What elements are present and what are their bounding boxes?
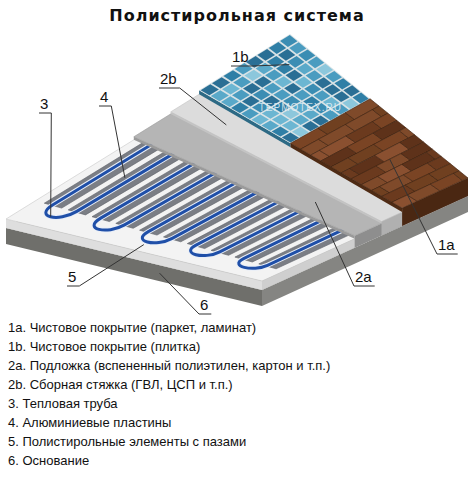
legend-note: 5. Полистирольные элементы с пазами (8, 434, 246, 449)
callout-number: 4 (100, 88, 108, 105)
legend-note: 1b. Чистовое покрытие (плитка) (8, 339, 200, 354)
leader-line (50, 113, 52, 217)
screed-top (171, 38, 468, 222)
heat-pipe (142, 182, 258, 243)
leader-line (79, 245, 144, 286)
heat-pipe (239, 220, 344, 268)
leader-line (231, 66, 252, 67)
parquet-plank (453, 171, 468, 181)
legend-note: 1a. Чистовое покрытие (паркет, ламинат) (8, 320, 256, 335)
pipe-outline (191, 201, 302, 256)
callout-number: 5 (68, 268, 76, 285)
pipe-outline (239, 220, 344, 268)
legend-note: 2b. Сборная стяжка (ГВЛ, ЦСП и т.п.) (8, 377, 233, 392)
legend-note: 3. Тепловая труба (8, 396, 118, 411)
pipe-outline (94, 163, 216, 230)
leader-line (315, 202, 354, 286)
leader-line (67, 286, 79, 287)
heat-pipe (191, 201, 302, 256)
legend-note: 6. Основание (8, 453, 89, 468)
leader-line (252, 65, 290, 66)
leader-line (159, 88, 180, 89)
callout-number: 3 (40, 95, 48, 112)
callout-number: 2a (355, 268, 372, 285)
legend-note: 4. Алюминиевые пластины (8, 415, 171, 430)
callout-number: 6 (200, 296, 208, 313)
leader-line (99, 106, 111, 107)
leader-line (437, 254, 458, 255)
callout-number: 1a (438, 236, 455, 253)
leader-line (180, 88, 227, 125)
diagram-title: Полистирольная система (0, 6, 474, 25)
legend-note: 2a. Подложка (вспененный полиэтилен, кар… (8, 358, 330, 373)
leader-line (199, 314, 211, 315)
heat-pipe (94, 163, 216, 230)
leader-line (390, 159, 437, 254)
leader-line (111, 106, 125, 178)
pipe-outline (142, 182, 258, 243)
callout-number: 1b (232, 48, 249, 65)
leader-line (354, 286, 375, 287)
leader-line (39, 113, 51, 114)
watermark: TEPMOTEX.RU (259, 102, 342, 113)
underlay-top (134, 40, 468, 236)
leader-line (160, 273, 199, 314)
callout-number: 2b (160, 70, 177, 87)
